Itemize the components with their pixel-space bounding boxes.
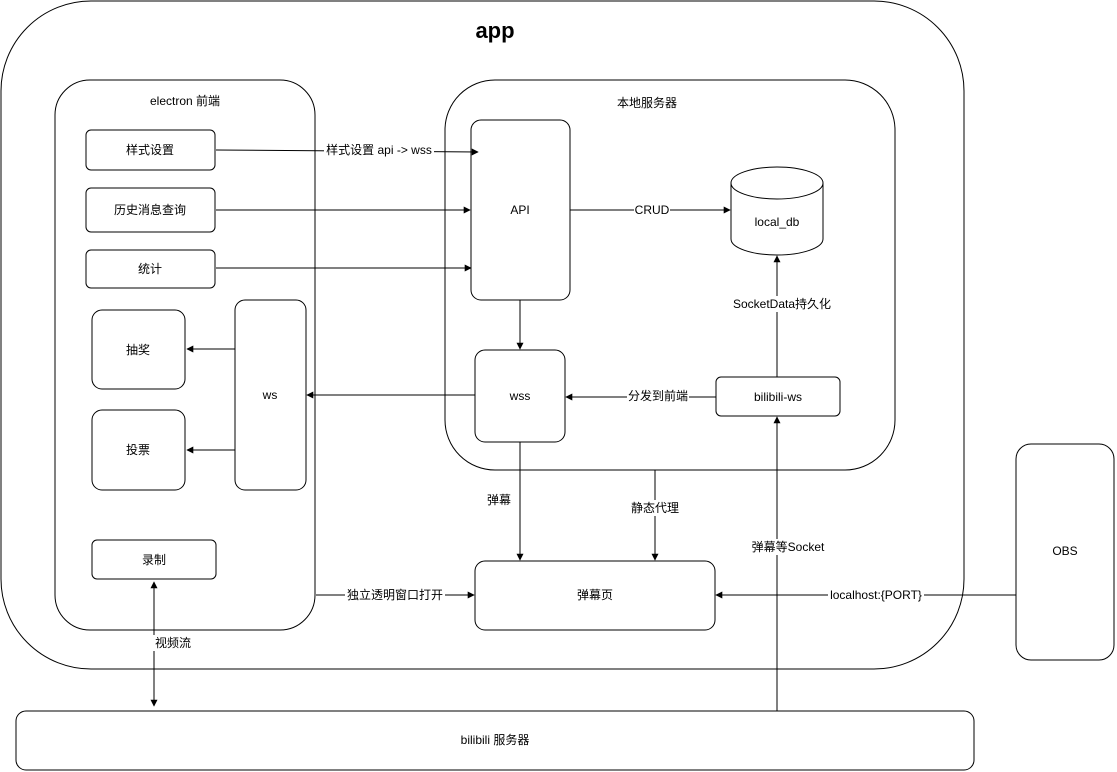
bilibili-ws-label: bilibili-ws	[754, 390, 802, 404]
vote-label: 投票	[126, 442, 150, 457]
electron-container-label: electron 前端	[150, 93, 220, 108]
api-label: API	[510, 203, 529, 217]
obs-node	[1015, 443, 1115, 661]
obs-label: OBS	[1052, 544, 1077, 558]
app-title: app	[475, 18, 514, 43]
edge-label-persist: SocketData持久化	[733, 296, 831, 311]
style-settings-node	[85, 129, 216, 171]
edge-label-bg-style-api	[324, 142, 434, 158]
lottery-node	[91, 309, 186, 390]
local-db-cylinder-rim	[730, 182, 824, 200]
edge-label-bg-open-window	[345, 587, 445, 603]
edge-label-danmaku-socket: 弹幕等Socket	[752, 540, 825, 554]
edge-label-style-api: 样式设置 api -> wss	[326, 142, 432, 157]
edge-label-video-stream: 视频流	[155, 635, 191, 650]
edge-label-open-window: 独立透明窗口打开	[347, 587, 443, 602]
history-query-label: 历史消息查询	[114, 202, 186, 217]
edge-label-bg-localhost	[828, 587, 924, 603]
lottery-label: 抽奖	[126, 343, 150, 357]
edge-label-bg-dispatch	[627, 389, 689, 405]
edge-label-danmaku: 弹幕	[487, 493, 511, 507]
statistics-node	[85, 249, 216, 289]
edge-label-bg-crud	[634, 203, 670, 218]
edge-label-bg-danmaku-socket	[748, 539, 828, 555]
edge-label-bg-persist	[731, 296, 833, 312]
vote-node	[91, 409, 186, 491]
style-settings-label: 样式设置	[126, 142, 174, 157]
local-db-label: local_db	[755, 215, 800, 229]
edge-label-bg-danmaku	[484, 492, 514, 508]
danmaku-page-node	[474, 560, 716, 631]
record-label: 录制	[142, 553, 166, 567]
local-db-cylinder	[730, 166, 824, 256]
edge-label-static-proxy: 静态代理	[631, 501, 679, 515]
edge-label-dispatch: 分发到前端	[628, 388, 688, 403]
wss-label: wss	[509, 389, 531, 403]
record-node	[91, 539, 217, 580]
edge-label-bg-video-stream	[151, 635, 195, 651]
history-query-node	[85, 187, 216, 233]
danmaku-page-label: 弹幕页	[577, 588, 613, 602]
bilibili-server-node	[15, 710, 975, 771]
edge-label-crud: CRUD	[635, 203, 670, 217]
local-server-container-label: 本地服务器	[617, 95, 677, 110]
edge-label-bg-static-proxy	[630, 500, 680, 516]
statistics-label: 统计	[138, 262, 162, 276]
edge-label-localhost: localhost:{PORT}	[830, 588, 922, 602]
ws-label: ws	[262, 388, 278, 402]
bilibili-server-label: bilibili 服务器	[461, 732, 530, 747]
ws-node	[234, 299, 307, 491]
